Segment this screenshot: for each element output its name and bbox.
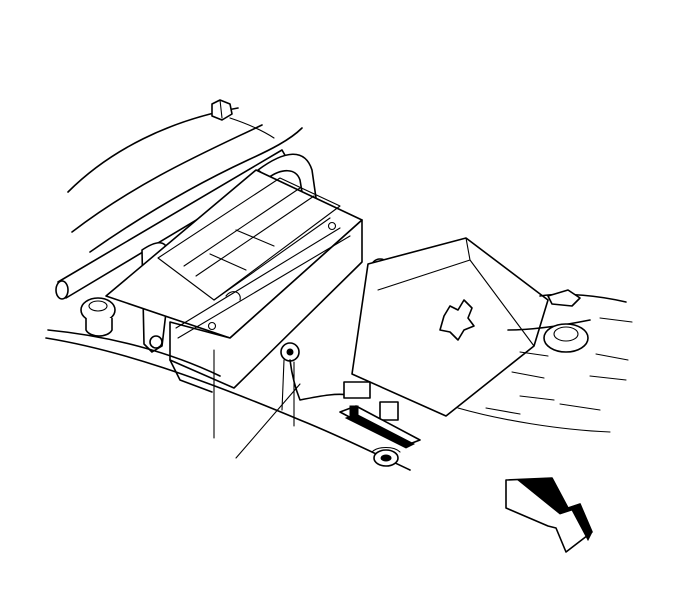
- front-direction-arrow-icon: [505, 477, 593, 553]
- bump-stop: [80, 297, 116, 337]
- fender-apron: [457, 289, 633, 433]
- junction-block: [339, 237, 549, 449]
- callout-leaders: [213, 349, 301, 459]
- battery-tray: [45, 329, 411, 471]
- negative-battery-terminal: [280, 342, 353, 427]
- hood-clip: [211, 99, 233, 121]
- ground-bolt: [371, 446, 401, 467]
- battery: [105, 169, 363, 389]
